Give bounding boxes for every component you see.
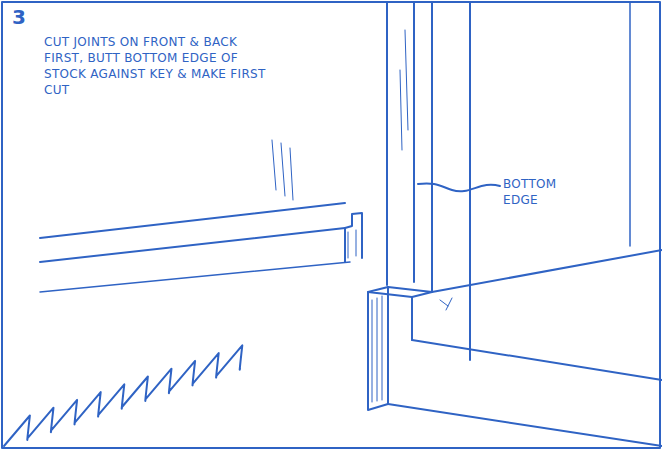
motion-line — [400, 30, 408, 150]
key — [411, 297, 413, 340]
fence-board — [412, 340, 662, 380]
step-number: 3 — [12, 6, 42, 28]
key — [368, 287, 432, 297]
fence-board — [40, 262, 350, 292]
hatch — [348, 230, 356, 258]
jig-edge — [629, 3, 631, 246]
jig-edge — [469, 3, 471, 360]
leader-line — [418, 183, 500, 191]
fence-board — [40, 228, 345, 262]
motion-line — [272, 140, 293, 200]
fence-board — [432, 250, 662, 292]
part-label: BOTTOM EDGE — [503, 176, 565, 208]
notch — [345, 213, 362, 262]
instruction-note: CUT JOINTS ON FRONT & BACK FIRST, BUTT B… — [44, 34, 266, 98]
saw-blade — [4, 345, 242, 446]
hatch — [372, 296, 382, 402]
stock — [387, 3, 432, 292]
fence-board — [388, 404, 662, 446]
key — [368, 287, 388, 410]
mark — [440, 298, 452, 310]
